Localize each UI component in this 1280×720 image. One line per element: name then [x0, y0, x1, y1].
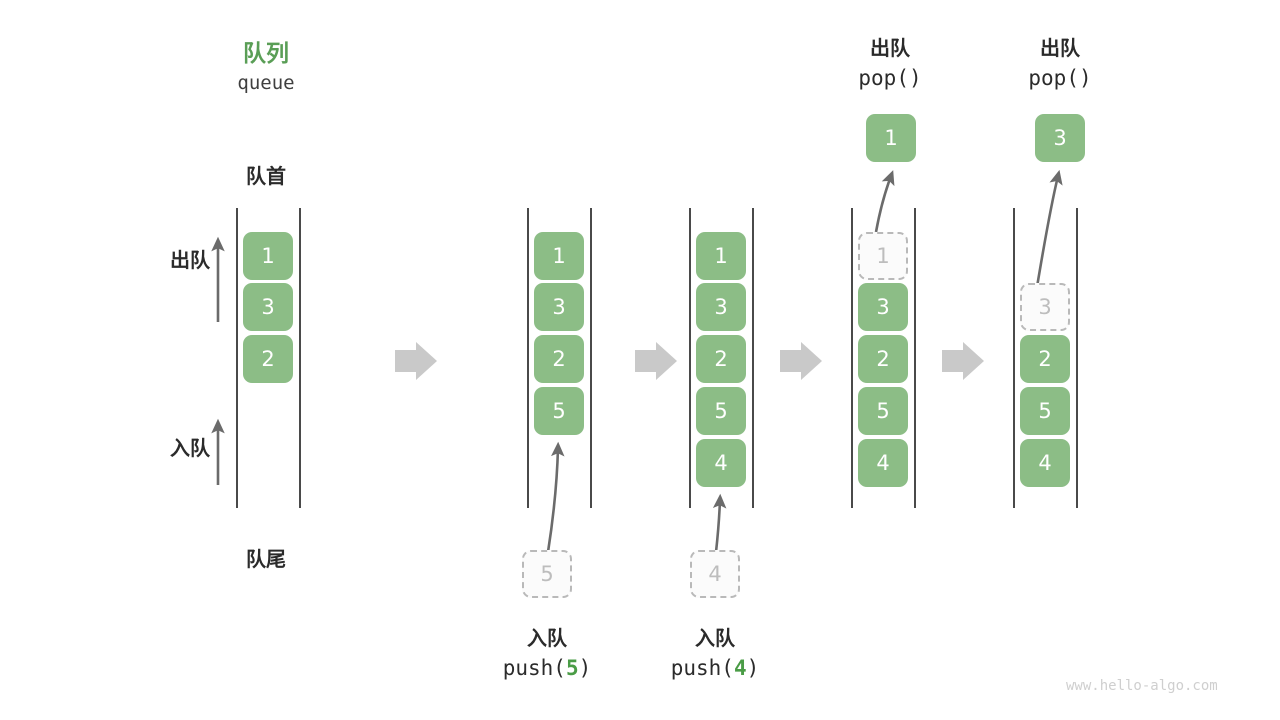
- push5-code-arg: 5: [565, 656, 579, 680]
- pop3-popped-cell[interactable]: 3: [1035, 114, 1085, 162]
- queue-cell[interactable]: 1: [534, 232, 584, 280]
- pop3-code: pop(): [1028, 66, 1092, 90]
- rail-left: [1013, 208, 1015, 508]
- rail-right: [590, 208, 592, 508]
- queue-cell[interactable]: 4: [1020, 439, 1070, 487]
- queue-cell[interactable]: 2: [858, 335, 908, 383]
- queue-cell[interactable]: 2: [696, 335, 746, 383]
- queue-cell[interactable]: 1: [243, 232, 293, 280]
- push5-motion-arrow: [546, 441, 565, 553]
- push4-ghost-cell[interactable]: 4: [690, 550, 740, 598]
- step-arrow-4: [942, 342, 984, 380]
- rail-right: [299, 208, 301, 508]
- push4-code-prefix: push(: [670, 656, 734, 680]
- rail-right: [752, 208, 754, 508]
- rail-right: [1076, 208, 1078, 508]
- pop1-label-cn: 出队: [870, 38, 910, 60]
- push5-code: push(5): [487, 656, 607, 680]
- push5-label-cn: 入队: [527, 628, 567, 650]
- label-front: 队首: [246, 166, 286, 188]
- rail-right: [914, 208, 916, 508]
- push4-label-cn: 入队: [695, 628, 735, 650]
- pop3-motion-arrow: [1035, 169, 1063, 288]
- queue-cell[interactable]: 3: [696, 283, 746, 331]
- page-title-code: queue: [237, 72, 295, 94]
- queue-cell[interactable]: 3: [243, 283, 293, 331]
- queue-cell[interactable]: 2: [243, 335, 293, 383]
- queue-cell[interactable]: 3: [858, 283, 908, 331]
- queue-cell[interactable]: 5: [858, 387, 908, 435]
- step-arrow-3: [780, 342, 822, 380]
- queue-cell[interactable]: 1: [696, 232, 746, 280]
- page-title: 队列: [243, 40, 289, 66]
- rail-left: [851, 208, 853, 508]
- queue-cell[interactable]: 4: [696, 439, 746, 487]
- pop1-popped-cell[interactable]: 1: [866, 114, 916, 162]
- step-arrow-1: [395, 342, 437, 380]
- push4-code-suffix: ): [746, 656, 760, 680]
- label-enqueue: 入队: [170, 438, 210, 460]
- step-arrow-2: [635, 342, 677, 380]
- push5-ghost-cell[interactable]: 5: [522, 550, 572, 598]
- push5-code-suffix: ): [578, 656, 592, 680]
- watermark: www.hello-algo.com: [1066, 678, 1218, 694]
- queue-cell[interactable]: 2: [1020, 335, 1070, 383]
- queue-cell[interactable]: 2: [534, 335, 584, 383]
- push4-code: push(4): [655, 656, 775, 680]
- push4-motion-arrow: [712, 493, 727, 553]
- queue-cell-ghost[interactable]: 1: [858, 232, 908, 280]
- queue-cell[interactable]: 3: [534, 283, 584, 331]
- label-rear: 队尾: [246, 549, 286, 571]
- rail-left: [236, 208, 238, 508]
- rail-left: [689, 208, 691, 508]
- label-dequeue: 出队: [170, 250, 210, 272]
- push5-code-prefix: push(: [502, 656, 566, 680]
- push4-code-arg: 4: [733, 656, 747, 680]
- rail-left: [527, 208, 529, 508]
- queue-cell[interactable]: 4: [858, 439, 908, 487]
- queue-cell[interactable]: 5: [696, 387, 746, 435]
- pop3-label-cn: 出队: [1040, 38, 1080, 60]
- queue-cell[interactable]: 5: [1020, 387, 1070, 435]
- queue-cell-ghost[interactable]: 3: [1020, 283, 1070, 331]
- pop1-code: pop(): [858, 66, 922, 90]
- queue-cell[interactable]: 5: [534, 387, 584, 435]
- pop1-motion-arrow: [874, 170, 895, 233]
